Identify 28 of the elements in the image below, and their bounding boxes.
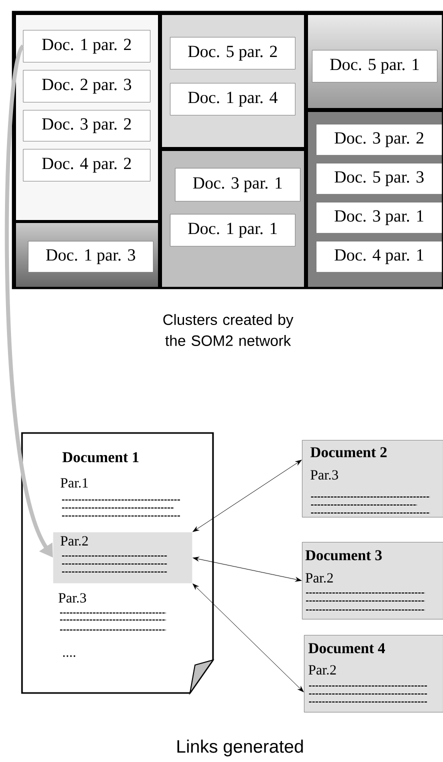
paragraph-label: Par.3 (58, 593, 86, 603)
caption: Links generated (177, 740, 303, 756)
doc-box: Doc. 1 par. 1 (170, 214, 296, 246)
document-title: Document 1 (62, 452, 138, 462)
doc-box: Doc. 1 par. 4 (170, 83, 296, 116)
doc-box: Doc. 4 par. 2 (23, 149, 150, 182)
doc-box: Doc. 3 par. 1 (175, 168, 300, 202)
doc-box: Doc. 4 par. 1 (316, 241, 442, 272)
doc-box: Doc. 5 par. 1 (312, 50, 438, 82)
doc-box: Doc. 3 par. 2 (23, 110, 150, 142)
cluster-cell (306, 13, 443, 110)
paragraph-highlight: Par.2 (53, 532, 192, 584)
document-box: Document 4 Par.2 (304, 635, 443, 712)
doc-box: Doc. 1 par. 3 (28, 241, 154, 272)
paragraph-label: .... (63, 655, 76, 657)
doc-box: Doc. 3 par. 1 (316, 202, 442, 234)
doc-box: Doc. 3 par. 2 (316, 124, 442, 156)
paragraph-label: Par.1 (60, 478, 88, 488)
document-box: Document 3 Par.2 (302, 542, 443, 620)
double-arrow (192, 556, 302, 582)
doc-box: Doc. 1 par. 2 (23, 30, 150, 62)
caption: Clusters created by the SOM2 network (163, 314, 294, 346)
double-arrow (192, 460, 302, 532)
doc-box: Doc. 5 par. 3 (316, 163, 442, 194)
double-arrow (192, 584, 304, 692)
doc-box: Doc. 5 par. 2 (170, 37, 296, 70)
document-box: Document 2 Par.3 (302, 440, 443, 518)
doc-box: Doc. 2 par. 3 (23, 70, 150, 102)
